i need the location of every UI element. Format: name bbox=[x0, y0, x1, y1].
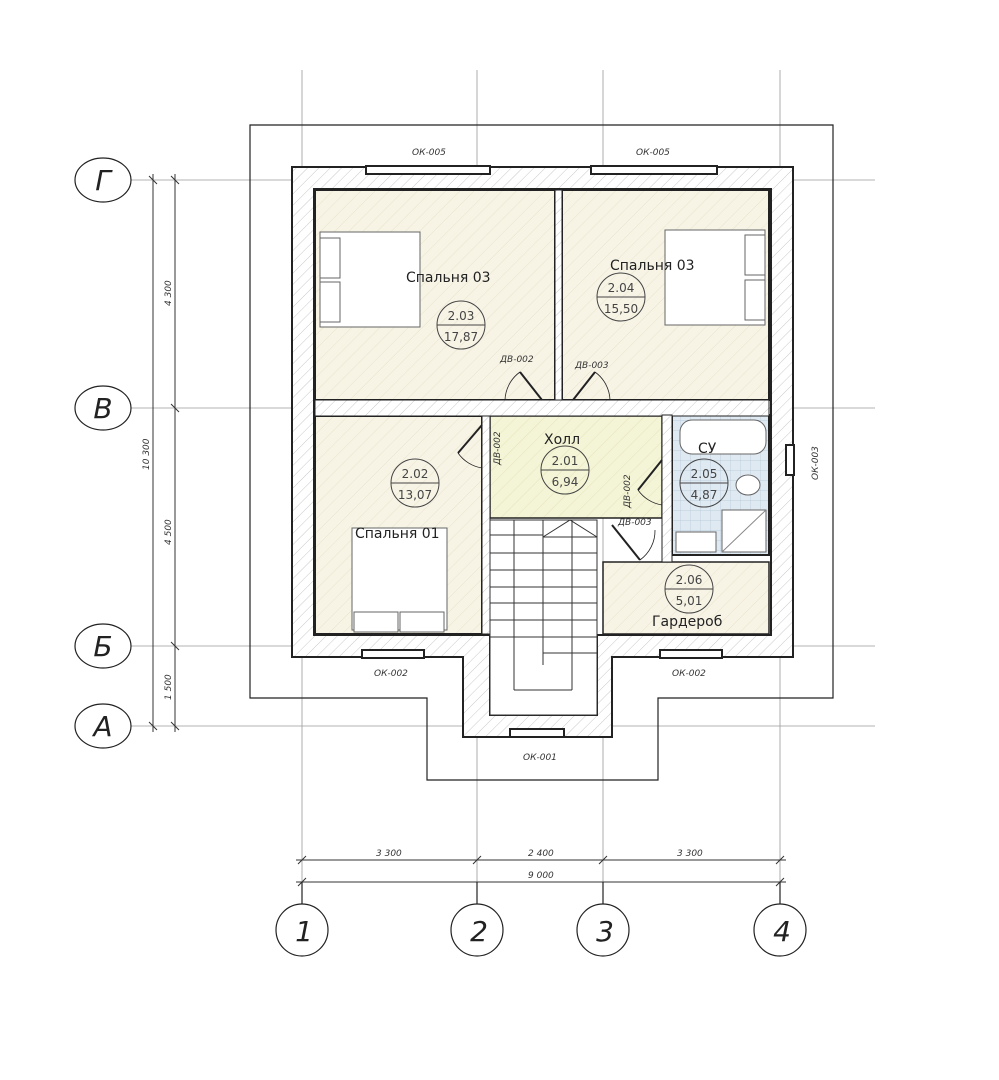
room-number: 2.05 bbox=[691, 467, 718, 481]
room-name: Спальня 03 bbox=[406, 270, 491, 286]
axis-label: 3 bbox=[596, 915, 614, 948]
roof-outline bbox=[249, 124, 834, 781]
window-label: ОК-005 bbox=[412, 148, 446, 158]
dimension-lines bbox=[148, 174, 786, 887]
axis-label: 2 bbox=[470, 915, 488, 948]
door-label: ДВ-003 bbox=[574, 361, 609, 371]
door-label: ДВ-003 bbox=[617, 518, 652, 528]
room-number: 2.06 bbox=[676, 573, 703, 587]
door-label: ДВ-002 bbox=[499, 355, 534, 365]
window-label: ОК-002 bbox=[672, 669, 706, 679]
dimension-label: 9 000 bbox=[528, 871, 554, 881]
room-area: 6,94 bbox=[552, 475, 579, 489]
room-number: 2.03 bbox=[448, 309, 475, 323]
room-name: Спальня 01 bbox=[355, 526, 440, 542]
room-name: СУ bbox=[698, 441, 717, 457]
furniture bbox=[319, 229, 767, 633]
axis-label: 4 bbox=[773, 915, 791, 948]
interior-wall bbox=[314, 399, 770, 417]
axis-label: Г bbox=[95, 164, 113, 197]
staircase bbox=[489, 519, 598, 716]
dimension-label: 1 500 bbox=[164, 674, 174, 700]
room-wardrobe-2-06[interactable] bbox=[602, 561, 770, 635]
dimension-label: 4 300 bbox=[164, 280, 174, 306]
axis-label: В bbox=[93, 392, 112, 425]
axis-label: Б bbox=[93, 630, 112, 663]
axis-label: 1 bbox=[295, 915, 313, 948]
window-label: ОК-001 bbox=[523, 753, 557, 763]
room-area: 4,87 bbox=[691, 488, 718, 502]
interior-wall bbox=[661, 414, 673, 563]
door-label: ДВ-002 bbox=[623, 474, 633, 509]
dimension-label: 2 400 bbox=[528, 849, 554, 859]
room-hall-2-01[interactable] bbox=[489, 415, 663, 519]
room-area: 5,01 bbox=[676, 594, 703, 608]
doors bbox=[457, 371, 663, 561]
room-name: Гардероб bbox=[652, 614, 722, 630]
room-number: 2.01 bbox=[552, 454, 579, 468]
window-label: ОК-003 bbox=[811, 446, 821, 480]
room-number: 2.02 bbox=[402, 467, 429, 481]
dimension-label: 10 300 bbox=[142, 438, 152, 470]
room-area: 17,87 bbox=[444, 330, 478, 344]
dimension-label: 3 300 bbox=[376, 849, 402, 859]
door-label: ДВ-002 bbox=[493, 431, 503, 466]
room-tags bbox=[390, 272, 729, 614]
room-area: 15,50 bbox=[604, 302, 638, 316]
room-area: 13,07 bbox=[398, 488, 432, 502]
dimension-label: 3 300 bbox=[677, 849, 703, 859]
axis-label: А bbox=[91, 710, 112, 743]
window-label: ОК-002 bbox=[374, 669, 408, 679]
room-name: Спальня 03 bbox=[610, 258, 695, 274]
room-number: 2.04 bbox=[608, 281, 635, 295]
dimension-label: 4 500 bbox=[164, 519, 174, 545]
room-name: Холл bbox=[544, 432, 580, 448]
windows bbox=[361, 165, 795, 738]
interior-wall bbox=[481, 415, 491, 635]
window-label: ОК-005 bbox=[636, 148, 670, 158]
interior-wall bbox=[554, 189, 563, 417]
axis-bubbles bbox=[74, 157, 807, 957]
